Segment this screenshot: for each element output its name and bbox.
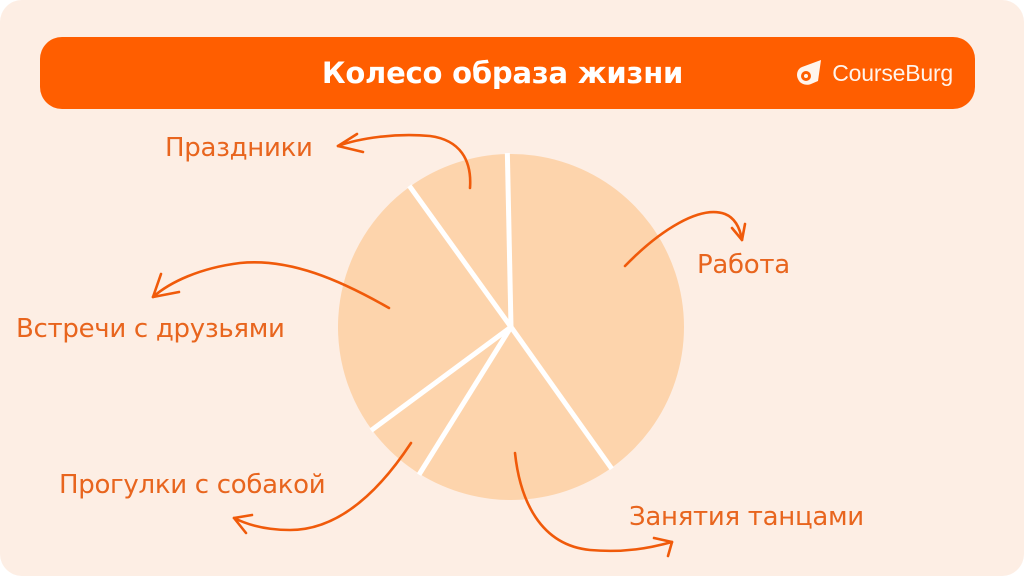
arrow-dance (513, 451, 674, 558)
courseburg-logo-icon (797, 60, 822, 85)
label-dog-walks: Прогулки с собакой (59, 470, 326, 500)
pie-slice (507, 154, 684, 469)
pie-slice (419, 327, 612, 500)
label-work: Работа (697, 250, 790, 280)
brand-logo: CourseBurg (794, 37, 953, 109)
slice-divider (369, 324, 513, 433)
brand-name: CourseBurg (832, 59, 953, 86)
arrow-dog (232, 441, 413, 535)
pie-slice (338, 186, 511, 430)
label-holidays: Праздники (165, 133, 313, 163)
slice-divider (508, 325, 614, 471)
label-dance: Занятия танцами (629, 502, 864, 532)
arrow-holidays (336, 132, 472, 190)
title-banner: Колесо образа жизни CourseBurg (40, 37, 975, 109)
arrow-friends (151, 261, 391, 310)
slice-divider (416, 325, 514, 477)
slice-dividers (369, 152, 614, 477)
pie-slice (409, 154, 511, 327)
label-friends: Встречи с друзьями (16, 314, 285, 344)
arrow-work (623, 210, 747, 268)
slice-divider (407, 184, 514, 329)
pie-slices (338, 154, 684, 500)
pie-slice (371, 327, 511, 474)
slice-divider (504, 152, 514, 328)
page-title: Колесо образа жизни (321, 56, 684, 90)
